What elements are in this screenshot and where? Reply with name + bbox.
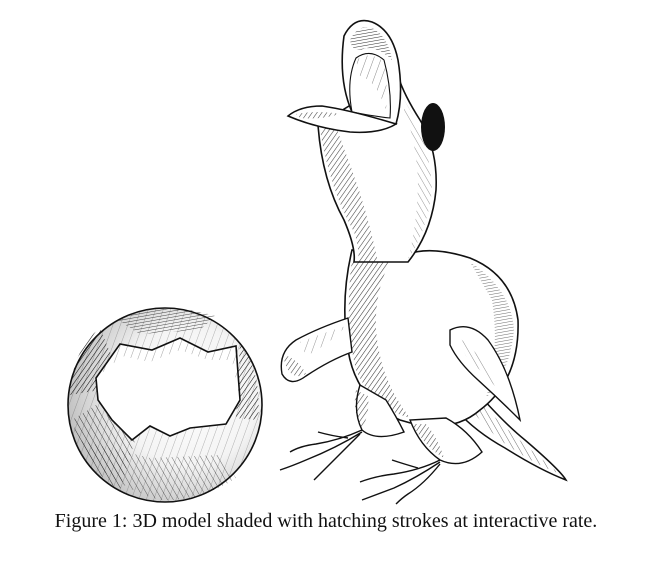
hatchling-bird bbox=[279, 19, 568, 505]
eggshell bbox=[67, 307, 263, 503]
bird-eye bbox=[421, 103, 445, 151]
hatching-illustration bbox=[67, 19, 568, 505]
figure-caption: Figure 1: 3D model shaded with hatching … bbox=[54, 510, 598, 532]
eggshell-opening bbox=[95, 337, 241, 442]
bird-left-foot bbox=[279, 429, 363, 481]
bird-right-foot bbox=[359, 459, 441, 505]
